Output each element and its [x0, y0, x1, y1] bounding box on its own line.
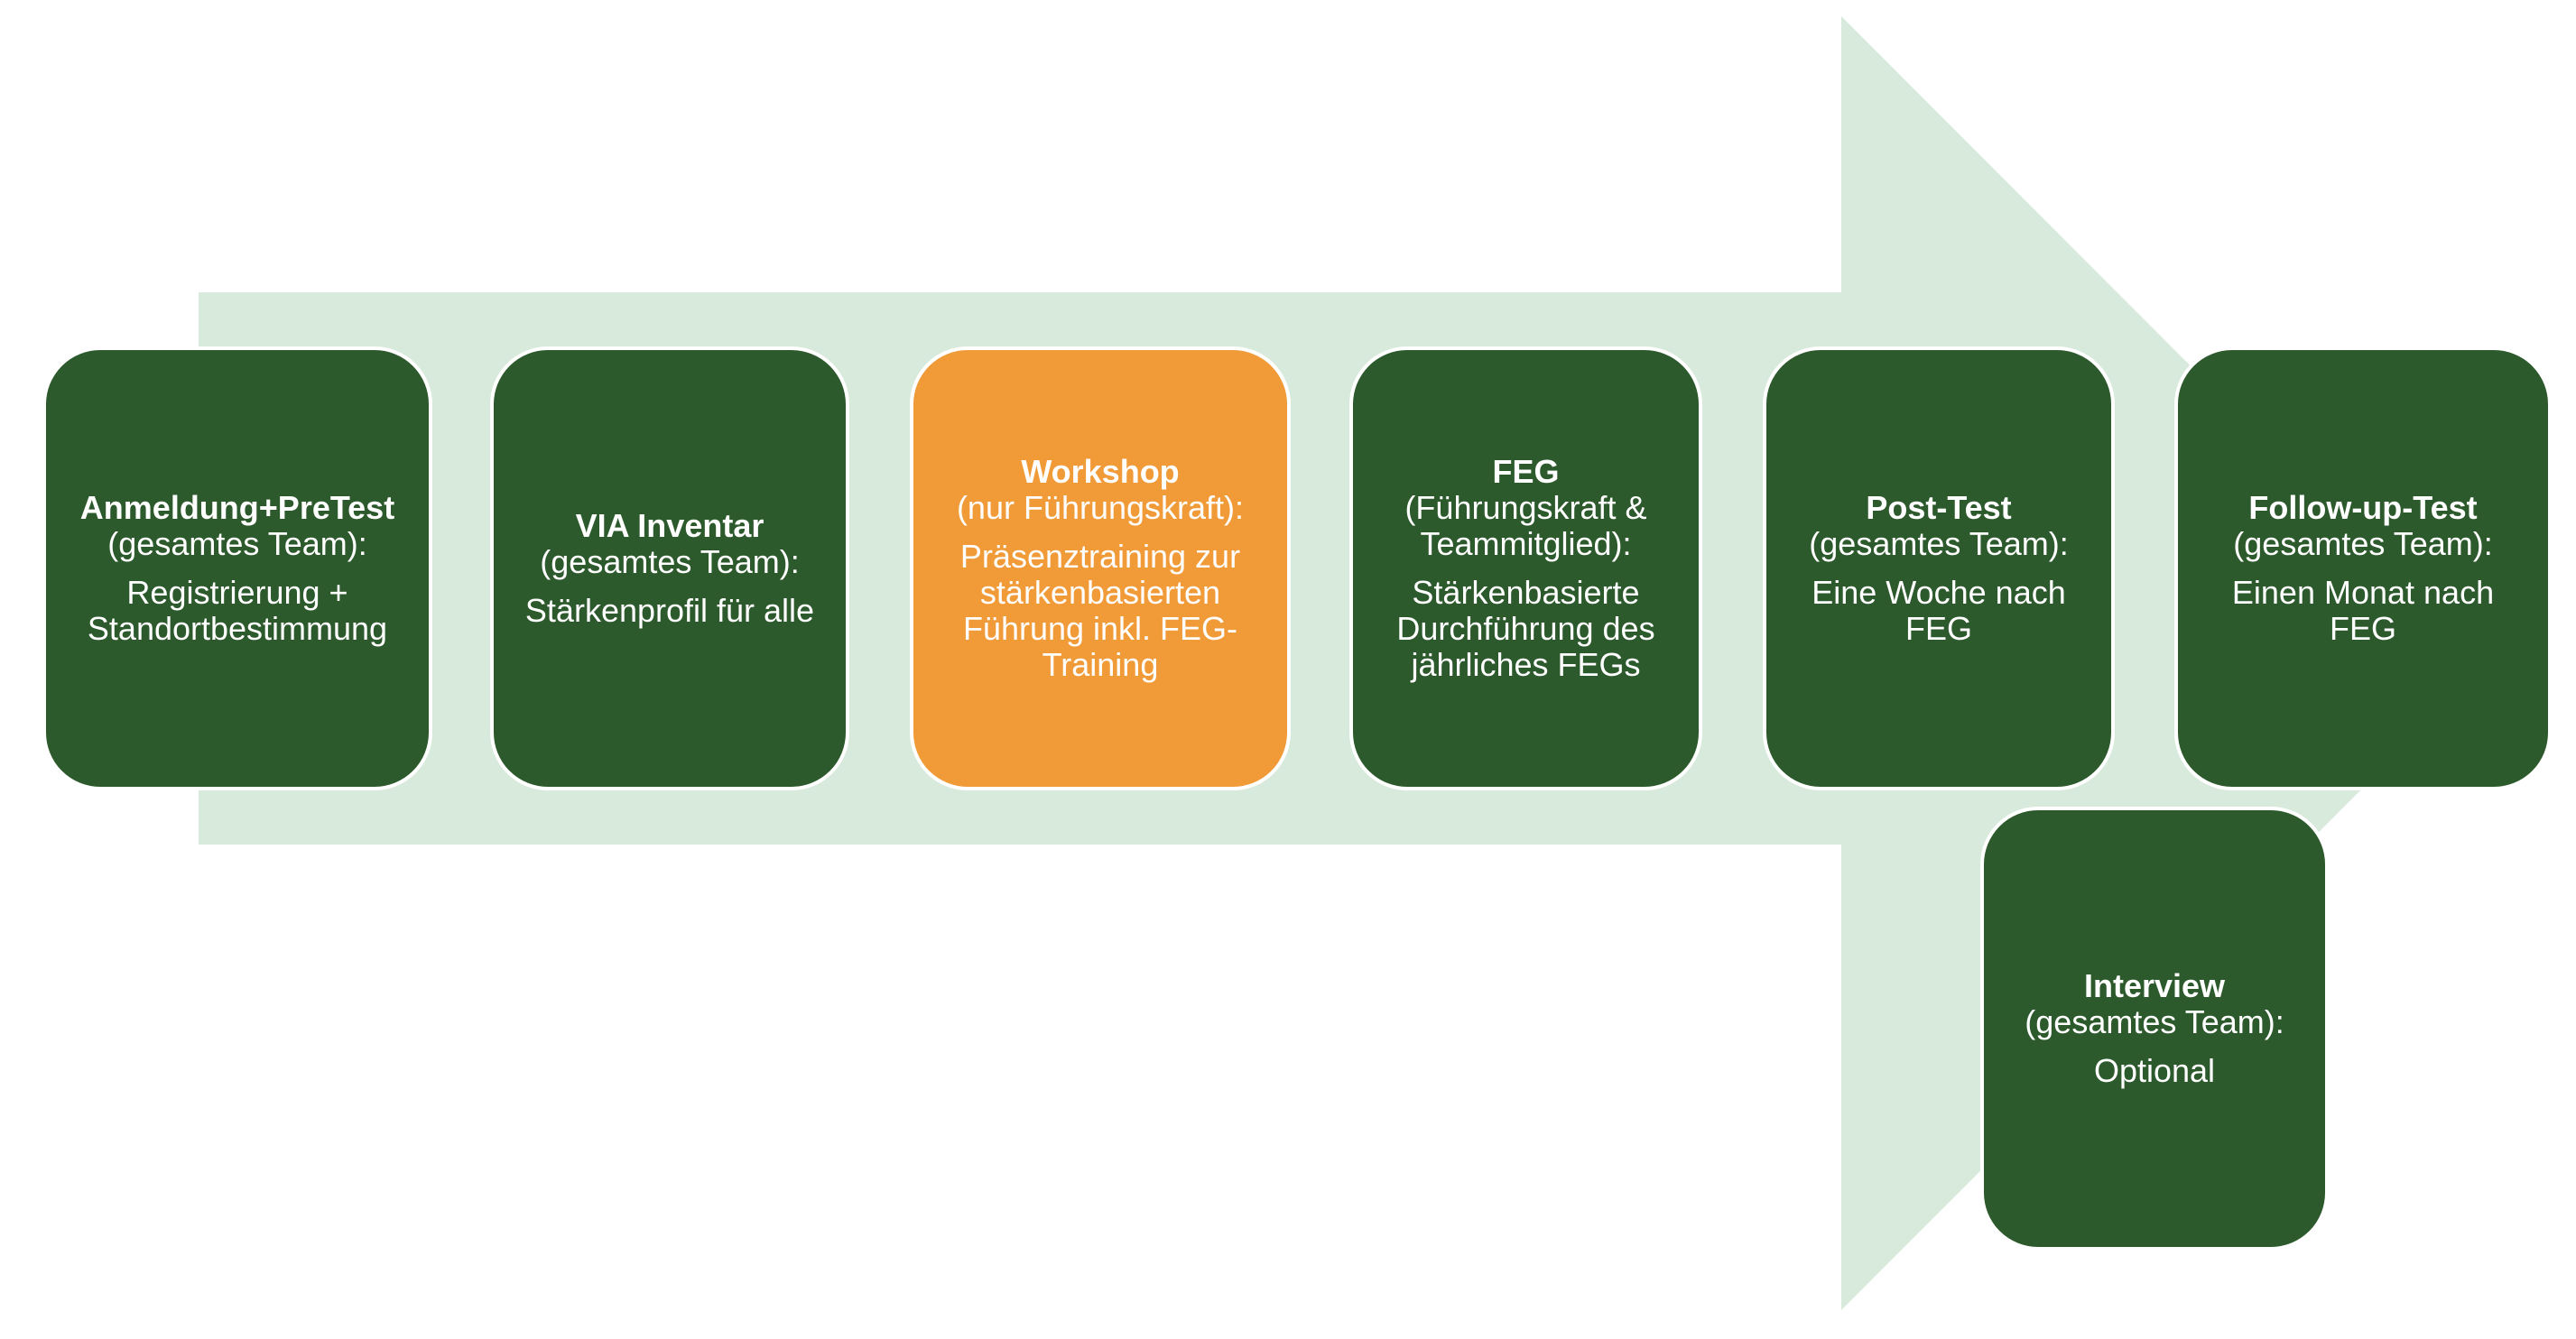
step-body-line: Optional: [2093, 1052, 2216, 1089]
step-title: Anmeldung+PreTest: [79, 489, 395, 526]
step-title: Workshop: [1021, 453, 1180, 490]
step-body-line: FEG: [2329, 610, 2396, 647]
step-body-line: Einen Monat nach: [2231, 574, 2495, 611]
step-subtitle: (gesamtes Team):: [107, 525, 367, 562]
step-title: FEG: [1492, 453, 1560, 490]
step-post-test: Post-Test (gesamtes Team): Eine Woche na…: [1763, 346, 2115, 790]
step-feg: FEG (Führungskraft & Teammitglied): Stär…: [1349, 346, 1702, 790]
step-subtitle: Teammitglied):: [1420, 525, 1632, 562]
step-body-line: Training: [1042, 646, 1159, 683]
step-anmeldung-pretest: Anmeldung+PreTest (gesamtes Team): Regis…: [42, 346, 432, 790]
step-subtitle: (gesamtes Team):: [2025, 1003, 2284, 1040]
step-body-line: FEG: [1904, 610, 1972, 647]
step-title: VIA Inventar: [575, 507, 764, 544]
step-body-line: jährliches FEGs: [1411, 646, 1641, 683]
step-body-line: Stärkenbasierte: [1412, 574, 1640, 611]
step-body-line: Durchführung des: [1396, 610, 1655, 647]
step-body-line: Eine Woche nach: [1812, 574, 2066, 611]
step-subtitle: (gesamtes Team):: [1809, 525, 2069, 562]
step-subtitle: (gesamtes Team):: [2233, 525, 2493, 562]
step-interview: Interview (gesamtes Team): Optional: [1980, 807, 2329, 1251]
step-subtitle: (Führungskraft &: [1404, 489, 1647, 526]
step-body-line: Stärkenprofil für alle: [524, 592, 815, 629]
step-follow-up-test: Follow-up-Test (gesamtes Team): Einen Mo…: [2174, 346, 2552, 790]
step-title: Interview: [2083, 967, 2226, 1004]
step-body-line: Führung inkl. FEG-: [962, 610, 1238, 647]
step-body-line: stärkenbasierten: [979, 574, 1221, 611]
step-body-line: Standortbestimmung: [87, 610, 388, 647]
step-subtitle: (nur Führungskraft):: [956, 489, 1245, 526]
step-title: Post-Test: [1866, 489, 2012, 526]
step-subtitle: (gesamtes Team):: [540, 543, 800, 580]
step-title: Follow-up-Test: [2248, 489, 2478, 526]
step-via-inventar: VIA Inventar (gesamtes Team): Stärkenpro…: [490, 346, 849, 790]
step-body-line: Registrierung +: [126, 574, 348, 611]
step-body-line: Präsenztraining zur: [959, 538, 1241, 575]
step-workshop: Workshop (nur Führungskraft): Präsenztra…: [910, 346, 1291, 790]
process-arrow-shape: [199, 16, 2488, 1310]
